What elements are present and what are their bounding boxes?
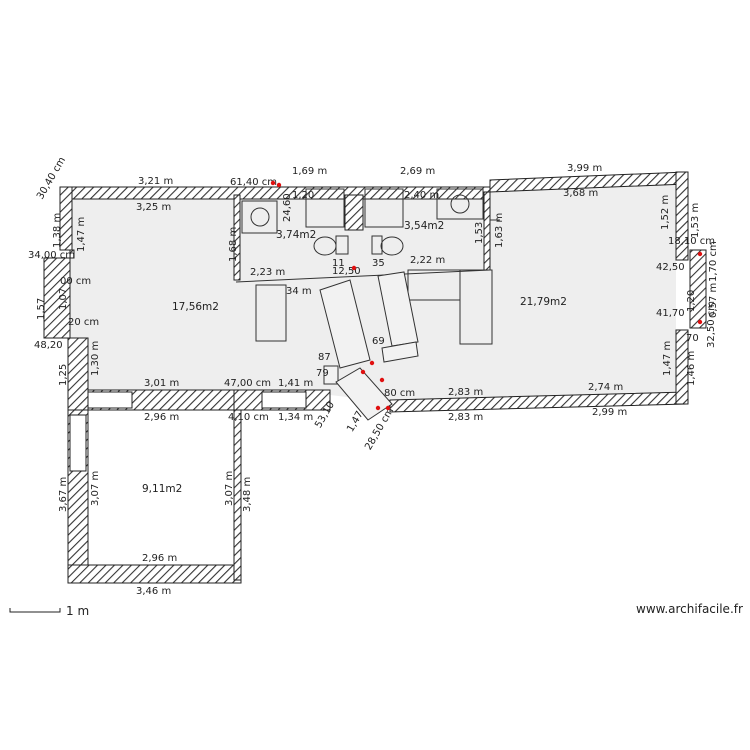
dimension-label: 3,67 m <box>58 477 69 512</box>
dimension-label: 2,83 m <box>448 412 483 423</box>
floor-fill <box>70 182 676 565</box>
watermark-link[interactable]: www.archifacile.fr <box>636 602 743 616</box>
window-left <box>69 414 87 472</box>
dimension-label: 2,83 m <box>448 387 483 398</box>
dimension-label: 18,10 cm <box>668 236 715 247</box>
dimension-label: 32,50 cm <box>706 301 717 348</box>
dimension-label: 2,74 m <box>588 382 623 393</box>
dimension-label: 0,57 m <box>708 283 719 318</box>
dimension-label: 1,46 m <box>686 351 697 386</box>
dimension-label: 1,53 <box>474 222 485 244</box>
scale-bar <box>9 608 61 613</box>
dimension-label: 2,96 m <box>144 412 179 423</box>
dimension-label: 61,40 cm <box>230 177 277 188</box>
door-opening-2 <box>261 391 307 409</box>
dimension-label: 2,69 m <box>400 166 435 177</box>
dimension-label: 1,34 m <box>278 412 313 423</box>
dimension-label: 1,20 <box>686 290 697 312</box>
dimension-label: 1,25 <box>58 364 69 386</box>
room-area-living-right: 21,79m2 <box>520 296 567 308</box>
dimension-label: 11 <box>332 258 345 269</box>
dimension-label: 1,47 m <box>662 341 673 376</box>
wall-bedroom-right <box>233 409 242 581</box>
room-area-bath-left: 3,74m2 <box>276 229 316 241</box>
dimension-label: 4,10 cm <box>228 412 269 423</box>
dimension-label: 20 cm <box>68 317 99 328</box>
dimension-label: 87 <box>318 352 331 363</box>
dimension-label: 1,63 m <box>494 213 505 248</box>
dimension-label: 1,69 m <box>292 166 327 177</box>
door-opening-1 <box>87 391 133 409</box>
dimension-labels: 30,40 cm 3,21 m 61,40 cm 1,69 m 2,69 m 3… <box>28 155 719 597</box>
dimension-label: 1,41 m <box>278 378 313 389</box>
dimension-label: 48,20 <box>34 340 63 351</box>
wall-right-bump <box>689 249 707 329</box>
room-area-living-left: 17,56m2 <box>172 301 219 313</box>
dimension-label: 47,00 cm <box>224 378 271 389</box>
dimension-label: 2,96 m <box>142 553 177 564</box>
dimension-label: 3,01 m <box>144 378 179 389</box>
wall-bedroom-bottom <box>67 564 242 584</box>
dimension-label: 1,68 m <box>228 227 239 262</box>
dimension-label: 42,50 <box>656 262 685 273</box>
dimension-label: 1,30 m <box>90 341 101 376</box>
wall-left-joint <box>69 249 75 259</box>
dimension-label: 1,38 m <box>52 213 63 248</box>
dimension-label: 70 <box>686 333 699 344</box>
wall-left-upper <box>59 186 73 251</box>
dimension-label: 00 cm <box>60 276 91 287</box>
wall-bath-left <box>233 194 241 281</box>
dimension-label: 1,07 <box>58 288 69 310</box>
dimension-label: 3,68 m <box>563 188 598 199</box>
dimension-label: 2,40 m <box>404 190 439 201</box>
dimension-label: 12,50 <box>332 266 361 277</box>
wall-right-upper <box>675 171 689 261</box>
dimension-label: 3,46 m <box>136 586 171 597</box>
room-area-bedroom: 9,11m2 <box>142 483 182 495</box>
dimension-label: 1,47 m <box>76 217 87 252</box>
wall-right-lower <box>675 329 689 405</box>
dimension-label: 24,60 <box>282 193 293 222</box>
wall-left-middle <box>67 337 89 411</box>
scale-label: 1 m <box>66 604 90 618</box>
dimension-label: 3,99 m <box>567 163 602 174</box>
room-labels: 17,56m2 3,74m2 3,54m2 21,79m2 9,11m2 <box>142 220 567 495</box>
dimension-label: 1,52 m <box>660 195 671 230</box>
dimension-label: 1,47 <box>345 409 366 434</box>
red-markers <box>270 180 703 411</box>
dimension-label: 69 <box>372 336 385 347</box>
room-area-bath-right: 3,54m2 <box>404 220 444 232</box>
dimension-label: 3,07 m <box>224 471 235 506</box>
dimension-label: 41,70 <box>656 308 685 319</box>
wall-bath-center <box>344 194 364 231</box>
dimension-label: 1,20 <box>292 190 314 201</box>
dimension-label: 1,57 <box>36 298 47 320</box>
dimension-label: 2,99 m <box>592 407 627 418</box>
dimension-label: 3,48 m <box>242 477 253 512</box>
dimension-label: 79 <box>316 368 329 379</box>
openings <box>69 391 307 472</box>
dimension-label: 3,07 m <box>90 471 101 506</box>
dimension-label: 2,23 m <box>250 267 285 278</box>
dimension-label: 3,21 m <box>138 176 173 187</box>
dimension-label: 80 cm <box>384 388 415 399</box>
dimension-label: 34 m <box>286 286 312 297</box>
dimension-label: 3,25 m <box>136 202 171 213</box>
dimension-label: 2,22 m <box>410 255 445 266</box>
dimension-label: 1,70 cm <box>708 241 719 282</box>
dimension-label: 34,00 cm <box>28 250 75 261</box>
dimension-label: 1,53 m <box>690 203 701 238</box>
wall-left-bump <box>43 257 71 339</box>
dimension-label: 35 <box>372 258 385 269</box>
